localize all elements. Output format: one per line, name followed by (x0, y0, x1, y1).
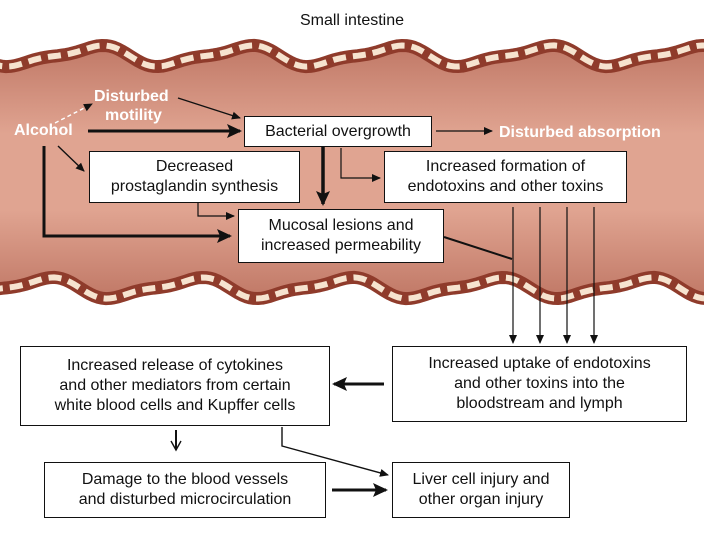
arrow-bacteria-to-endotoxins (340, 148, 381, 182)
endotoxins-text-line2: endotoxins and other toxins (407, 178, 604, 195)
bacterial-overgrowth-text: Bacterial overgrowth (265, 122, 411, 140)
endotoxins-box: Increased formation of endotoxins and ot… (384, 151, 627, 203)
damage-text-line1: Damage to the blood vessels (81, 471, 289, 488)
arrow-prostaglandin-to-mucosal (197, 203, 235, 220)
prostaglandin-text-line2: prostaglandin synthesis (110, 178, 279, 195)
damage-text-line2: and disturbed microcirculation (78, 491, 292, 508)
cytokines-text-line2: and other mediators from certain (59, 377, 291, 394)
arrow-alcohol-to-mucosal (42, 146, 232, 243)
arrow-alcohol-to-prostaglandin (57, 145, 85, 172)
arrow-cytokines-to-liver (281, 427, 389, 477)
mucosal-text-line2: increased permeability (260, 237, 422, 254)
uptake-box: Increased uptake of endotoxins and other… (392, 346, 687, 422)
mucosal-lesions-box: Mucosal lesions and increased permeabili… (238, 209, 444, 263)
prostaglandin-text-line1: Decreased (155, 158, 234, 175)
mucosal-text-line1: Mucosal lesions and (268, 217, 414, 234)
lower-wall-cells (0, 274, 704, 302)
cytokines-text-line1: Increased release of cytokines (66, 357, 284, 374)
uptake-text-line2: and other toxins into the (454, 375, 625, 392)
upper-wall-cells (0, 42, 704, 70)
prostaglandin-box: Decreased prostaglandin synthesis (89, 151, 300, 203)
diagram-title: Small intestine (299, 12, 405, 29)
endotoxins-text-line1: Increased formation of (425, 158, 586, 175)
damage-box: Damage to the blood vessels and disturbe… (44, 462, 326, 518)
uptake-text-line1: Increased uptake of endotoxins (428, 355, 651, 372)
disturbed-motility-label-line2: motility (105, 107, 162, 124)
liver-text-line1: Liver cell injury and (412, 471, 550, 488)
uptake-text-line3: bloodstream and lymph (456, 395, 623, 412)
alcohol-label: Alcohol (14, 122, 73, 139)
disturbed-motility-label-line1: Disturbed (94, 88, 169, 105)
arrow-motility-to-bacteria (177, 97, 241, 120)
cytokines-text-line3: white blood cells and Kupffer cells (54, 397, 296, 414)
cytokines-box: Increased release of cytokines and other… (20, 346, 330, 426)
line-mucosal-to-wall (443, 236, 513, 260)
disturbed-absorption-label: Disturbed absorption (499, 124, 661, 141)
outcome-arrows (170, 377, 389, 497)
liver-injury-box: Liver cell injury and other organ injury (392, 462, 570, 518)
liver-text-line2: other organ injury (418, 491, 544, 508)
flow-arrows (42, 97, 598, 344)
bacterial-overgrowth-box: Bacterial overgrowth (244, 116, 432, 147)
